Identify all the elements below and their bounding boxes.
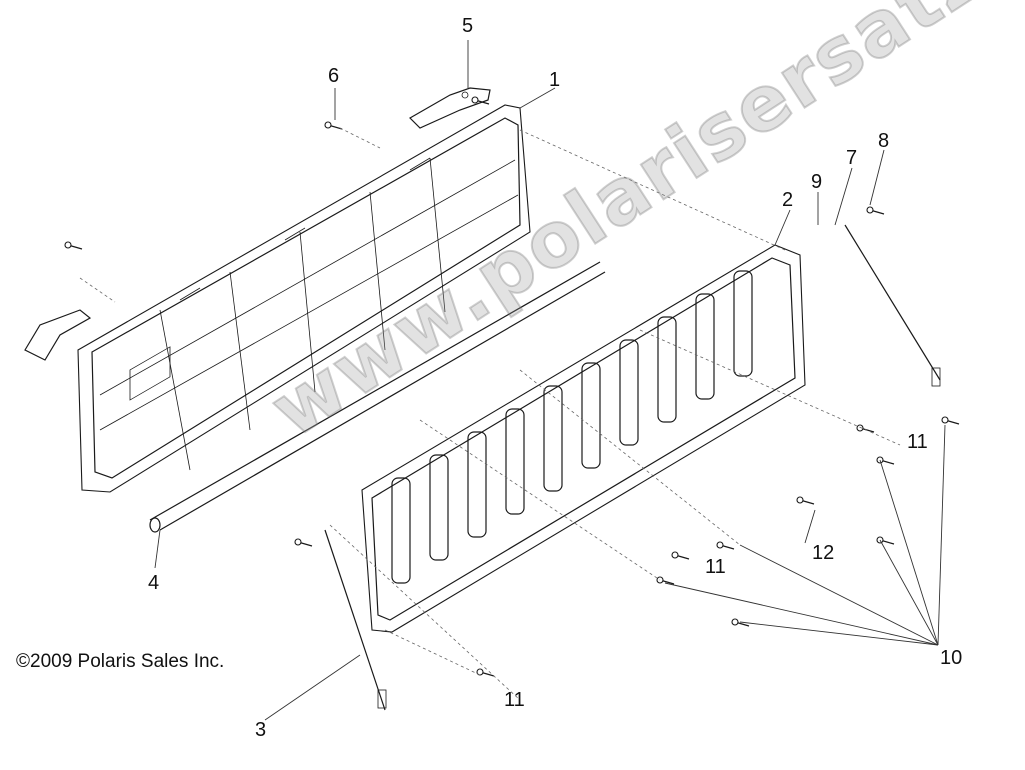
bolt (294, 538, 313, 547)
panel-slot (657, 316, 677, 423)
bolt (876, 536, 895, 545)
panel-slot (619, 339, 639, 446)
panel-slot (695, 293, 715, 400)
panel-slot (429, 454, 449, 561)
bolt (876, 456, 895, 465)
panel-slot (505, 408, 525, 515)
bolt (471, 96, 490, 105)
panel-slot (543, 385, 563, 492)
panel-slot (391, 477, 411, 584)
callout-11c: 11 (504, 689, 525, 711)
rod (149, 261, 606, 533)
callout-7: 7 (846, 147, 858, 169)
callout-11a: 11 (907, 431, 928, 453)
bolt (866, 206, 885, 215)
leader-lines (154, 40, 946, 721)
panel-slot (733, 270, 753, 377)
latch (409, 87, 491, 129)
callout-5: 5 (462, 15, 474, 37)
callout-4: 4 (148, 572, 160, 594)
callout-11b: 11 (705, 556, 726, 578)
callout-1: 1 (549, 69, 561, 91)
callout-10: 10 (940, 647, 963, 669)
callout-3: 3 (255, 719, 267, 741)
callout-12: 12 (812, 542, 835, 564)
bolt (64, 241, 83, 250)
left-latch (24, 309, 92, 361)
bolt (731, 618, 750, 627)
callout-9: 9 (811, 171, 823, 193)
cables (324, 224, 941, 711)
callout-6: 6 (328, 65, 340, 87)
bolt (941, 416, 960, 425)
panel-slots (391, 270, 753, 584)
bolt (796, 496, 815, 505)
bolts (64, 96, 960, 677)
panel-slot (467, 431, 487, 538)
bolt (856, 424, 875, 433)
panel-slot (581, 362, 601, 469)
copyright-notice: ©2009 Polaris Sales Inc. (16, 651, 225, 672)
callout-8: 8 (878, 130, 890, 152)
guide-lines (79, 127, 901, 701)
callout-2: 2 (782, 189, 794, 211)
bolt (716, 541, 735, 550)
inner-tailgate-panel (77, 104, 531, 493)
bolt (671, 551, 690, 560)
bolt (324, 121, 343, 130)
bolt (476, 668, 495, 677)
